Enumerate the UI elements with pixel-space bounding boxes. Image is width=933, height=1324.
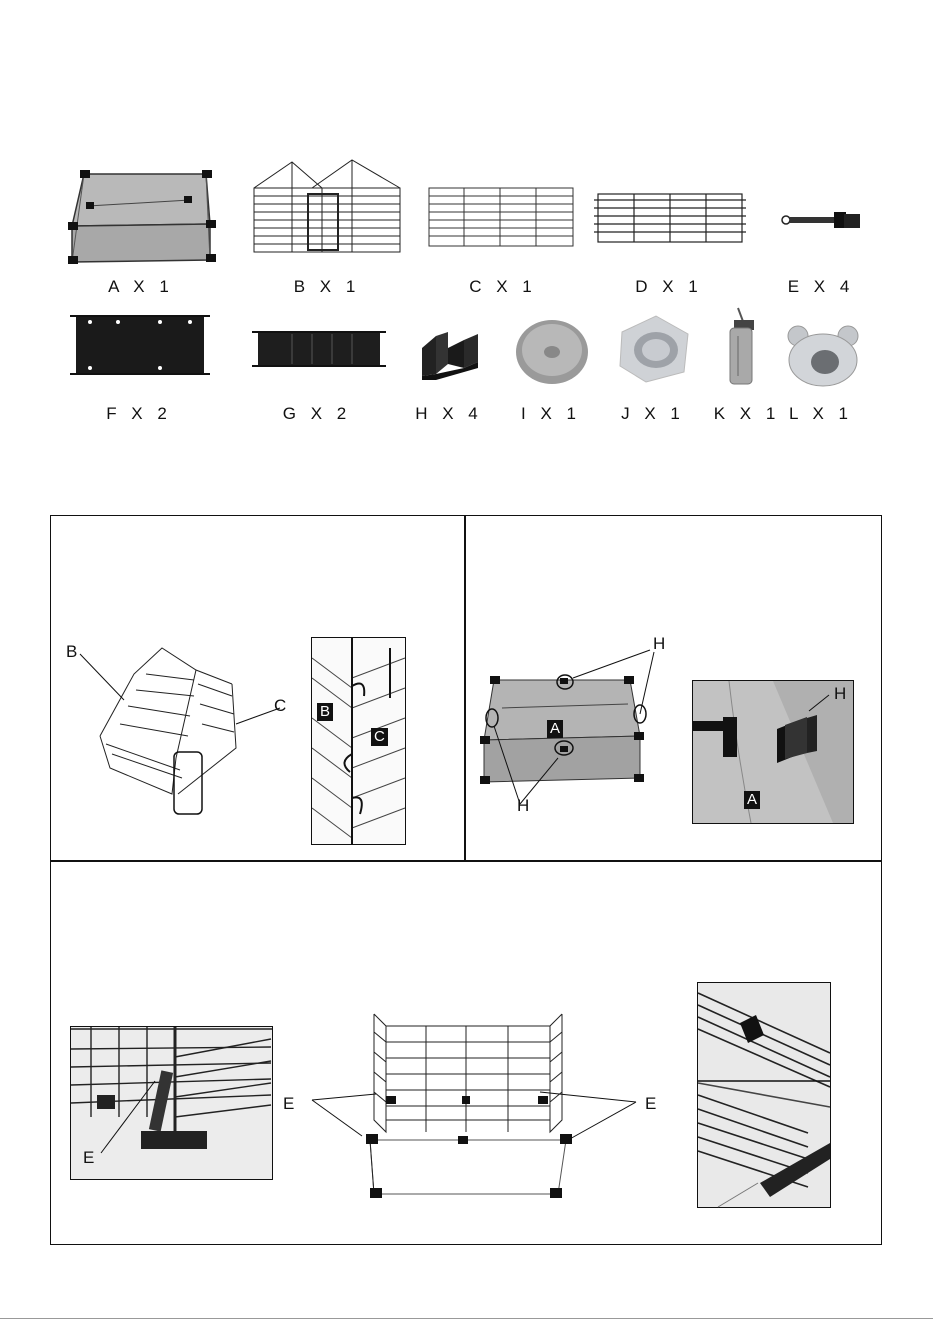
part-i-label: I X 1 — [496, 404, 606, 424]
part-c-label: C X 1 — [448, 277, 558, 297]
part-h-label: H X 4 — [394, 404, 504, 424]
step3-callout-e-left: E — [83, 1148, 94, 1168]
part-c-wire-panel-icon — [428, 186, 578, 250]
part-j-food-dish-icon — [616, 314, 690, 384]
step1-detail-wires — [312, 638, 405, 844]
part-f-floor-panel-icon — [70, 314, 210, 378]
step2-callout-lines — [480, 640, 670, 810]
step3-right-detail-wires — [698, 983, 830, 1207]
step3-callout-lines — [300, 1090, 640, 1150]
part-h-corner-clip-icon — [418, 328, 482, 380]
part-k-water-bottle-icon — [718, 306, 758, 388]
part-b-label: B X 1 — [272, 277, 382, 297]
step2-callout-h-bottom: H — [517, 796, 529, 816]
part-l-label: L X 1 — [766, 404, 876, 424]
part-b-wire-panels-icon — [252, 158, 412, 258]
step1-callout-c: C — [274, 696, 286, 716]
part-d-label: D X 1 — [614, 277, 724, 297]
step2-tag-a: A — [547, 720, 563, 738]
step2-detail-clip — [693, 681, 853, 823]
step1-tag-c: C — [371, 728, 388, 746]
step2-callout-h-top: H — [653, 634, 665, 654]
part-e-spring-clip-icon — [780, 210, 864, 234]
part-e-label: E X 4 — [766, 277, 876, 297]
step2-tag-a-detail: A — [744, 791, 760, 809]
page-bottom-rule — [0, 1318, 933, 1319]
part-l-hideout-icon — [786, 322, 862, 388]
step1-tag-b: B — [317, 703, 333, 721]
step1-callout-b: B — [66, 642, 77, 662]
step1-callout-lines — [60, 650, 290, 730]
part-g-label: G X 2 — [262, 404, 372, 424]
step3-callout-e-mid-left: E — [283, 1094, 294, 1114]
part-i-round-bowl-icon — [512, 318, 592, 386]
step3-left-detail-wires — [71, 1027, 272, 1179]
part-f-label: F X 2 — [84, 404, 194, 424]
part-g-ramp-panel-icon — [252, 330, 386, 372]
part-d-wire-panel-icon — [594, 192, 748, 248]
step2-callout-h-detail: H — [834, 684, 846, 704]
part-a-glass-tray-icon — [64, 170, 224, 270]
part-a-label: A X 1 — [86, 277, 196, 297]
step3-callout-e-mid-right: E — [645, 1094, 656, 1114]
